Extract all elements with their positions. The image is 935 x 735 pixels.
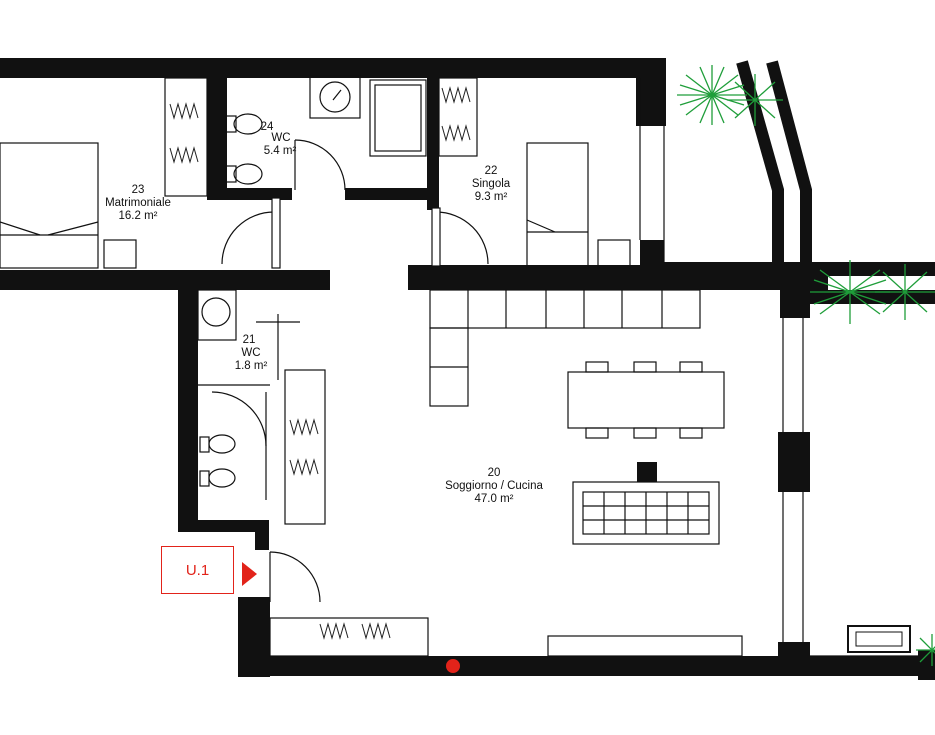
- room-21-number: 21: [243, 334, 256, 346]
- plant-icon: [677, 65, 935, 666]
- wardrobe-22: [438, 77, 478, 157]
- wardrobe-21: [284, 369, 326, 525]
- sideboard: [547, 635, 743, 657]
- room-24-area: 5.4 m²: [264, 145, 297, 157]
- tv-unit: [637, 462, 657, 482]
- room-20-name: Soggiorno / Cucina: [445, 480, 543, 492]
- balcony-planter: [847, 625, 911, 653]
- room-24-name: WC: [271, 132, 290, 144]
- room-22-area: 9.3 m²: [475, 191, 508, 203]
- room-21-name: WC: [241, 347, 260, 359]
- wc-24-fixtures: [225, 75, 427, 191]
- room-23-number: 23: [132, 184, 145, 196]
- room-23-name: Matrimoniale: [105, 197, 171, 209]
- wc-21-fixtures: [197, 289, 300, 488]
- red-dot-marker: [446, 659, 460, 673]
- walls: [0, 58, 935, 680]
- room-22-name: Singola: [472, 178, 511, 190]
- dining-table: [567, 361, 725, 439]
- doors: [211, 197, 489, 603]
- nightstand: [597, 239, 631, 269]
- single-bed: [526, 142, 589, 269]
- room-23-area: 16.2 m²: [119, 210, 158, 222]
- wardrobe-23: [164, 77, 208, 197]
- room-24-number: 24: [261, 121, 274, 133]
- unit-label: U.1: [161, 546, 234, 594]
- nightstand: [103, 239, 137, 269]
- balcony-wall: [736, 60, 935, 304]
- room-22-number: 22: [485, 165, 498, 177]
- room-20-number: 20: [488, 467, 501, 479]
- double-bed: [0, 142, 99, 269]
- entry-cabinet: [269, 617, 429, 657]
- window-lines: [639, 78, 920, 657]
- sofa: [572, 481, 720, 545]
- kitchen-counter: [429, 289, 701, 407]
- room-20-area: 47.0 m²: [475, 493, 514, 505]
- room-21-area: 1.8 m²: [235, 360, 268, 372]
- entrance-arrow-icon: [242, 562, 257, 586]
